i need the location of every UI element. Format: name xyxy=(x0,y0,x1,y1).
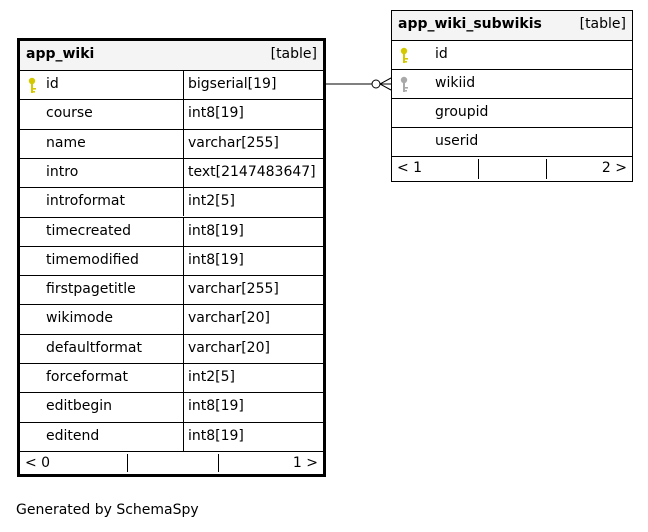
primary-key-icon xyxy=(400,47,408,63)
column-row[interactable]: timecreated int8[19] xyxy=(20,216,323,246)
zero-cardinality-marker xyxy=(371,79,381,89)
table-footer: < 0 1 > xyxy=(20,450,323,474)
column-name: wikimode xyxy=(46,310,114,327)
column-name: forceformat xyxy=(46,369,128,385)
column-row[interactable]: defaultformat varchar[20] xyxy=(20,333,323,363)
column-row[interactable]: id bigserial[19] xyxy=(20,70,323,100)
column-type: int2[5] xyxy=(183,364,323,393)
footer-separator xyxy=(546,159,547,179)
column-type: int2[5] xyxy=(183,188,323,217)
column-type: int8[19] xyxy=(183,246,323,276)
column-type: text[2147483647] xyxy=(183,158,323,188)
column-name: firstpagetitle xyxy=(46,281,136,298)
column-type: bigserial[19] xyxy=(183,71,323,100)
table-header: app_wiki_subwikis [table] xyxy=(392,11,632,40)
column-row[interactable]: wikiid xyxy=(392,69,632,98)
column-type: varchar[20] xyxy=(183,305,323,334)
column-name: id xyxy=(46,76,59,92)
column-row[interactable]: course int8[19] xyxy=(20,99,323,129)
table-app-wiki-subwikis[interactable]: app_wiki_subwikis [table] id wikiid groupid u… xyxy=(391,10,633,182)
column-row[interactable]: editend int8[19] xyxy=(20,421,323,451)
column-row[interactable]: wikimode varchar[20] xyxy=(20,304,323,334)
column-name: defaultformat xyxy=(46,339,142,356)
column-row[interactable]: forceformat int2[5] xyxy=(20,363,323,393)
primary-key-icon xyxy=(28,77,36,93)
column-row[interactable]: firstpagetitle varchar[255] xyxy=(20,275,323,305)
column-name: course xyxy=(46,105,93,122)
column-type: varchar[20] xyxy=(183,334,323,363)
column-type: int8[19] xyxy=(183,217,323,246)
parents-count[interactable]: < 0 xyxy=(25,454,51,471)
footer-separator xyxy=(478,159,479,179)
column-name: wikiid xyxy=(435,75,476,91)
table-app-wiki[interactable]: app_wiki [table] id bigserial[19] course int8… xyxy=(17,38,326,477)
footer-separator xyxy=(218,453,219,472)
foreign-key-icon xyxy=(400,76,408,92)
table-name: app_wiki_subwikis xyxy=(398,16,542,32)
column-name: id xyxy=(435,46,448,62)
crowfoot-top xyxy=(379,77,392,85)
table-footer: < 1 2 > xyxy=(392,156,632,181)
table-kind: [table] xyxy=(270,46,317,62)
generated-by-caption: Generated by SchemaSpy xyxy=(16,502,199,518)
column-name: intro xyxy=(46,163,79,180)
column-name: timemodified xyxy=(46,251,139,268)
table-header: app_wiki [table] xyxy=(20,41,323,70)
column-name: groupid xyxy=(435,104,489,120)
column-name: editbegin xyxy=(46,398,113,415)
column-row[interactable]: editbegin int8[19] xyxy=(20,392,323,422)
column-row[interactable]: groupid xyxy=(392,98,632,127)
column-type: varchar[255] xyxy=(183,129,323,158)
column-type: int8[19] xyxy=(183,100,323,129)
crowfoot-bottom xyxy=(379,83,392,91)
column-name: editend xyxy=(46,427,100,444)
column-row[interactable]: introformat int2[5] xyxy=(20,187,323,217)
parents-count[interactable]: < 1 xyxy=(397,160,423,176)
footer-separator xyxy=(127,453,128,472)
column-row[interactable]: intro text[2147483647] xyxy=(20,157,323,188)
column-row[interactable]: id xyxy=(392,40,632,69)
children-count[interactable]: 2 > xyxy=(601,160,627,176)
column-type: int8[19] xyxy=(183,393,323,422)
column-row[interactable]: name varchar[255] xyxy=(20,128,323,158)
column-name: introformat xyxy=(46,193,125,210)
column-row[interactable]: timemodified int8[19] xyxy=(20,245,323,276)
column-row[interactable]: userid xyxy=(392,127,632,156)
column-name: name xyxy=(46,134,86,151)
table-name: app_wiki xyxy=(26,46,95,62)
column-type: int8[19] xyxy=(183,422,323,451)
column-type: varchar[255] xyxy=(183,276,323,305)
column-name: timecreated xyxy=(46,222,131,239)
children-count[interactable]: 1 > xyxy=(292,454,318,471)
table-kind: [table] xyxy=(579,16,626,32)
column-name: userid xyxy=(435,133,479,149)
